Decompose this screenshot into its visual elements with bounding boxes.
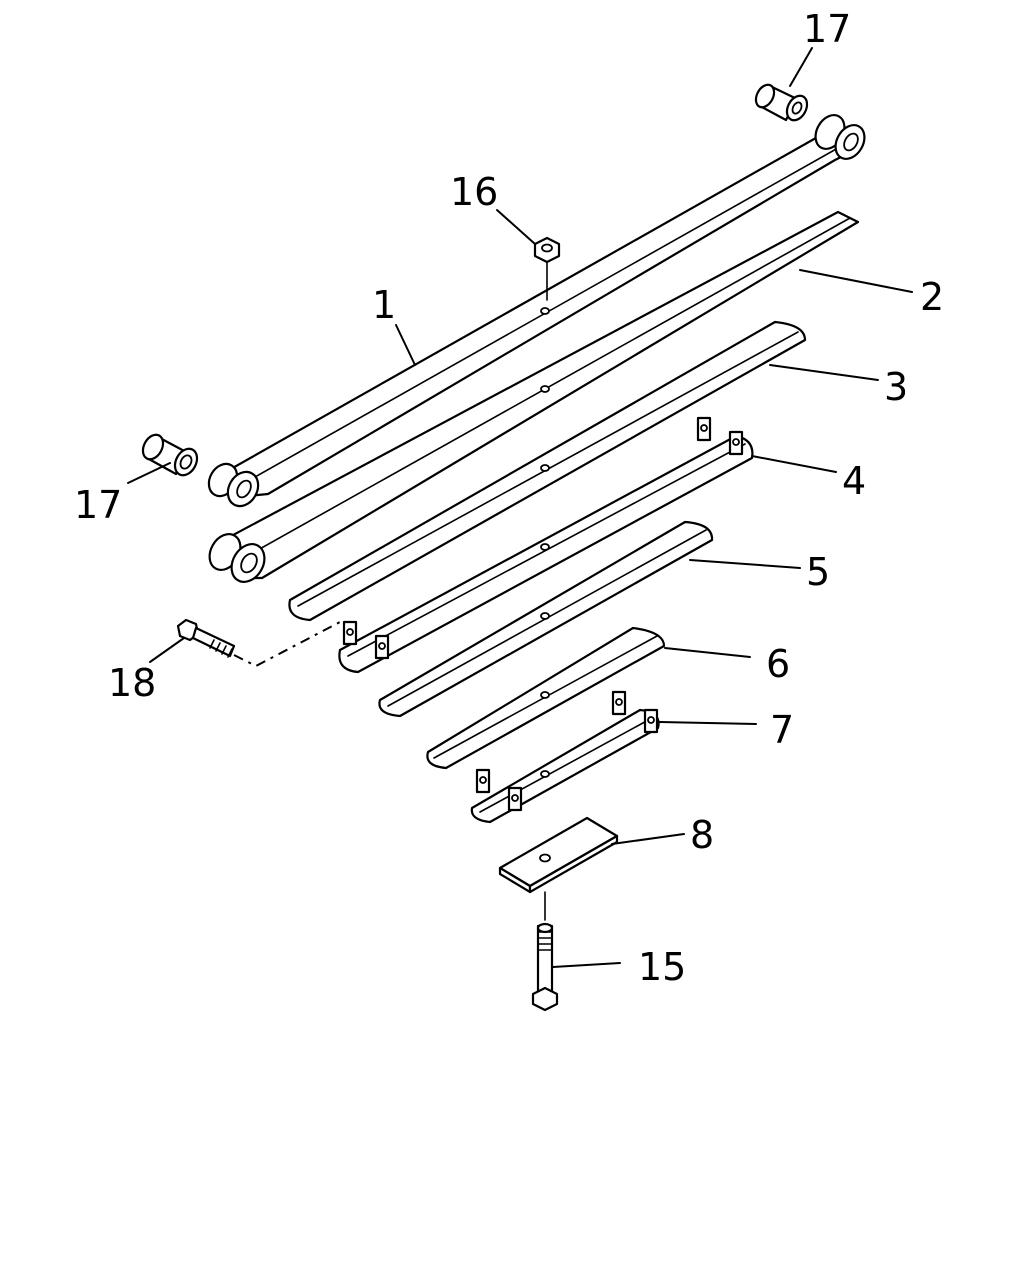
- callout-17-left: 17: [74, 483, 122, 527]
- part-8-spacer-plate: [498, 816, 619, 921]
- part-3-leaf: [288, 320, 807, 622]
- callout-3: 3: [884, 365, 908, 409]
- callout-8: 8: [690, 813, 714, 857]
- leader-lines: [127, 47, 913, 968]
- callout-2: 2: [920, 275, 944, 319]
- callout-1: 1: [372, 283, 396, 327]
- part-2-second-leaf: [208, 210, 860, 583]
- callout-16: 16: [450, 170, 498, 214]
- callout-18: 18: [108, 661, 156, 705]
- part-5-leaf: [378, 520, 714, 718]
- part-15-center-bolt: [531, 922, 559, 1012]
- callout-6: 6: [766, 642, 790, 686]
- part-18-eye-bolt: [176, 618, 341, 668]
- part-17-bushing-top: [754, 83, 809, 122]
- part-4-leaf-with-clips: [338, 416, 754, 674]
- part-1-main-leaf: [207, 114, 866, 508]
- callout-labels: 17 16 1 2 3 4 5 6 7 8 15 17 18: [74, 7, 944, 989]
- part-17-bushing-left: [141, 433, 199, 477]
- callout-4: 4: [842, 459, 866, 503]
- callout-15: 15: [638, 945, 686, 989]
- part-7-leaf-with-clips: [470, 690, 660, 824]
- callout-17-top: 17: [803, 7, 851, 51]
- part-6-leaf: [426, 626, 666, 770]
- callout-5: 5: [806, 550, 830, 594]
- part-16-nut: [533, 236, 561, 301]
- callout-7: 7: [770, 708, 794, 752]
